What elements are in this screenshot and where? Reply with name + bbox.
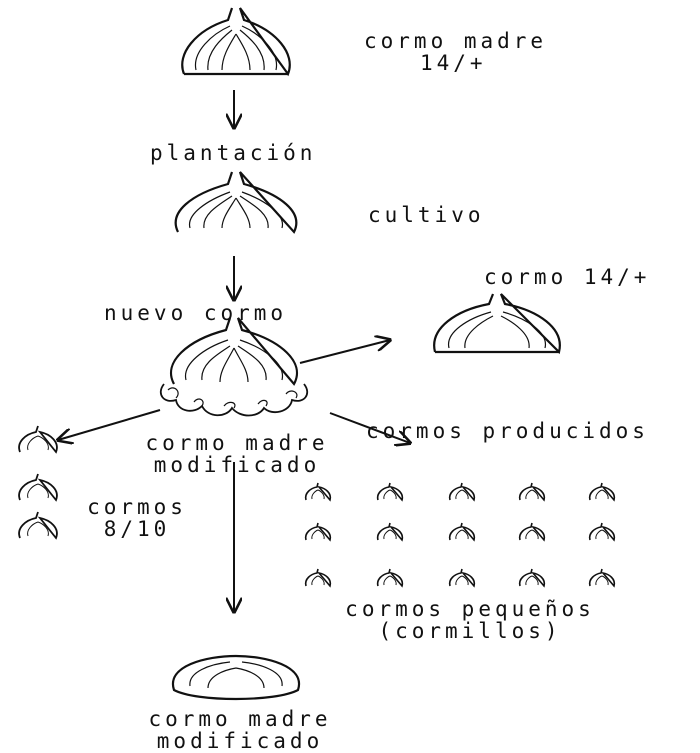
small-corms-line2: (cormillos) [310,620,630,642]
final-modified-corm-label: cormo madre modificado [130,708,350,752]
cormel-icon [590,523,615,540]
corms-mid-label: cormos 8/10 [82,496,192,540]
cormel-icon [19,426,57,452]
cormel-icon [306,569,331,586]
cormel-icon [590,569,615,586]
cormel-icon [378,483,403,500]
final-line1: cormo madre [130,708,350,730]
cormel-icon [590,483,615,500]
cormel-icon [450,483,475,500]
cormel-icon [306,483,331,500]
cormel-icon [378,569,403,586]
corm-icon [173,656,299,699]
cormel-icon [19,512,57,538]
corm-icon [176,172,297,232]
cultivation-label: cultivo [368,204,485,226]
modified-mother-corm-label: cormo madre modificado [142,432,332,476]
small-corms-label: cormos pequeños (cormillos) [310,598,630,642]
cormel-icon [520,483,545,500]
cormel-icon [306,523,331,540]
final-line2: modificado [130,730,350,752]
cormel-icon [450,523,475,540]
cormel-icon [19,474,57,500]
cormel-grid [306,483,615,586]
modified-mother-corm-line2: modificado [142,454,332,476]
corms-mid-line2: 8/10 [82,518,192,540]
arrow-icon [300,340,390,363]
corm-icon [182,8,290,74]
planting-label: plantación [150,142,316,164]
mother-corm-size-label: 14/+ [420,52,487,74]
mother-corm-label: cormo madre [364,30,547,52]
cormel-icon [520,569,545,586]
corm-size-top-label: cormo 14/+ [484,266,650,288]
modified-mother-corm-line1: cormo madre [142,432,332,454]
cormel-icon [520,523,545,540]
cormel-icon [450,569,475,586]
corm-icon [161,318,307,416]
small-corms-line1: cormos pequeños [310,598,630,620]
corm-icon [434,294,560,352]
corms-mid-line1: cormos [82,496,192,518]
cormel-icon [378,523,403,540]
produced-corms-label: cormos producidos [366,420,649,442]
new-corm-label: nuevo cormo [104,302,287,324]
